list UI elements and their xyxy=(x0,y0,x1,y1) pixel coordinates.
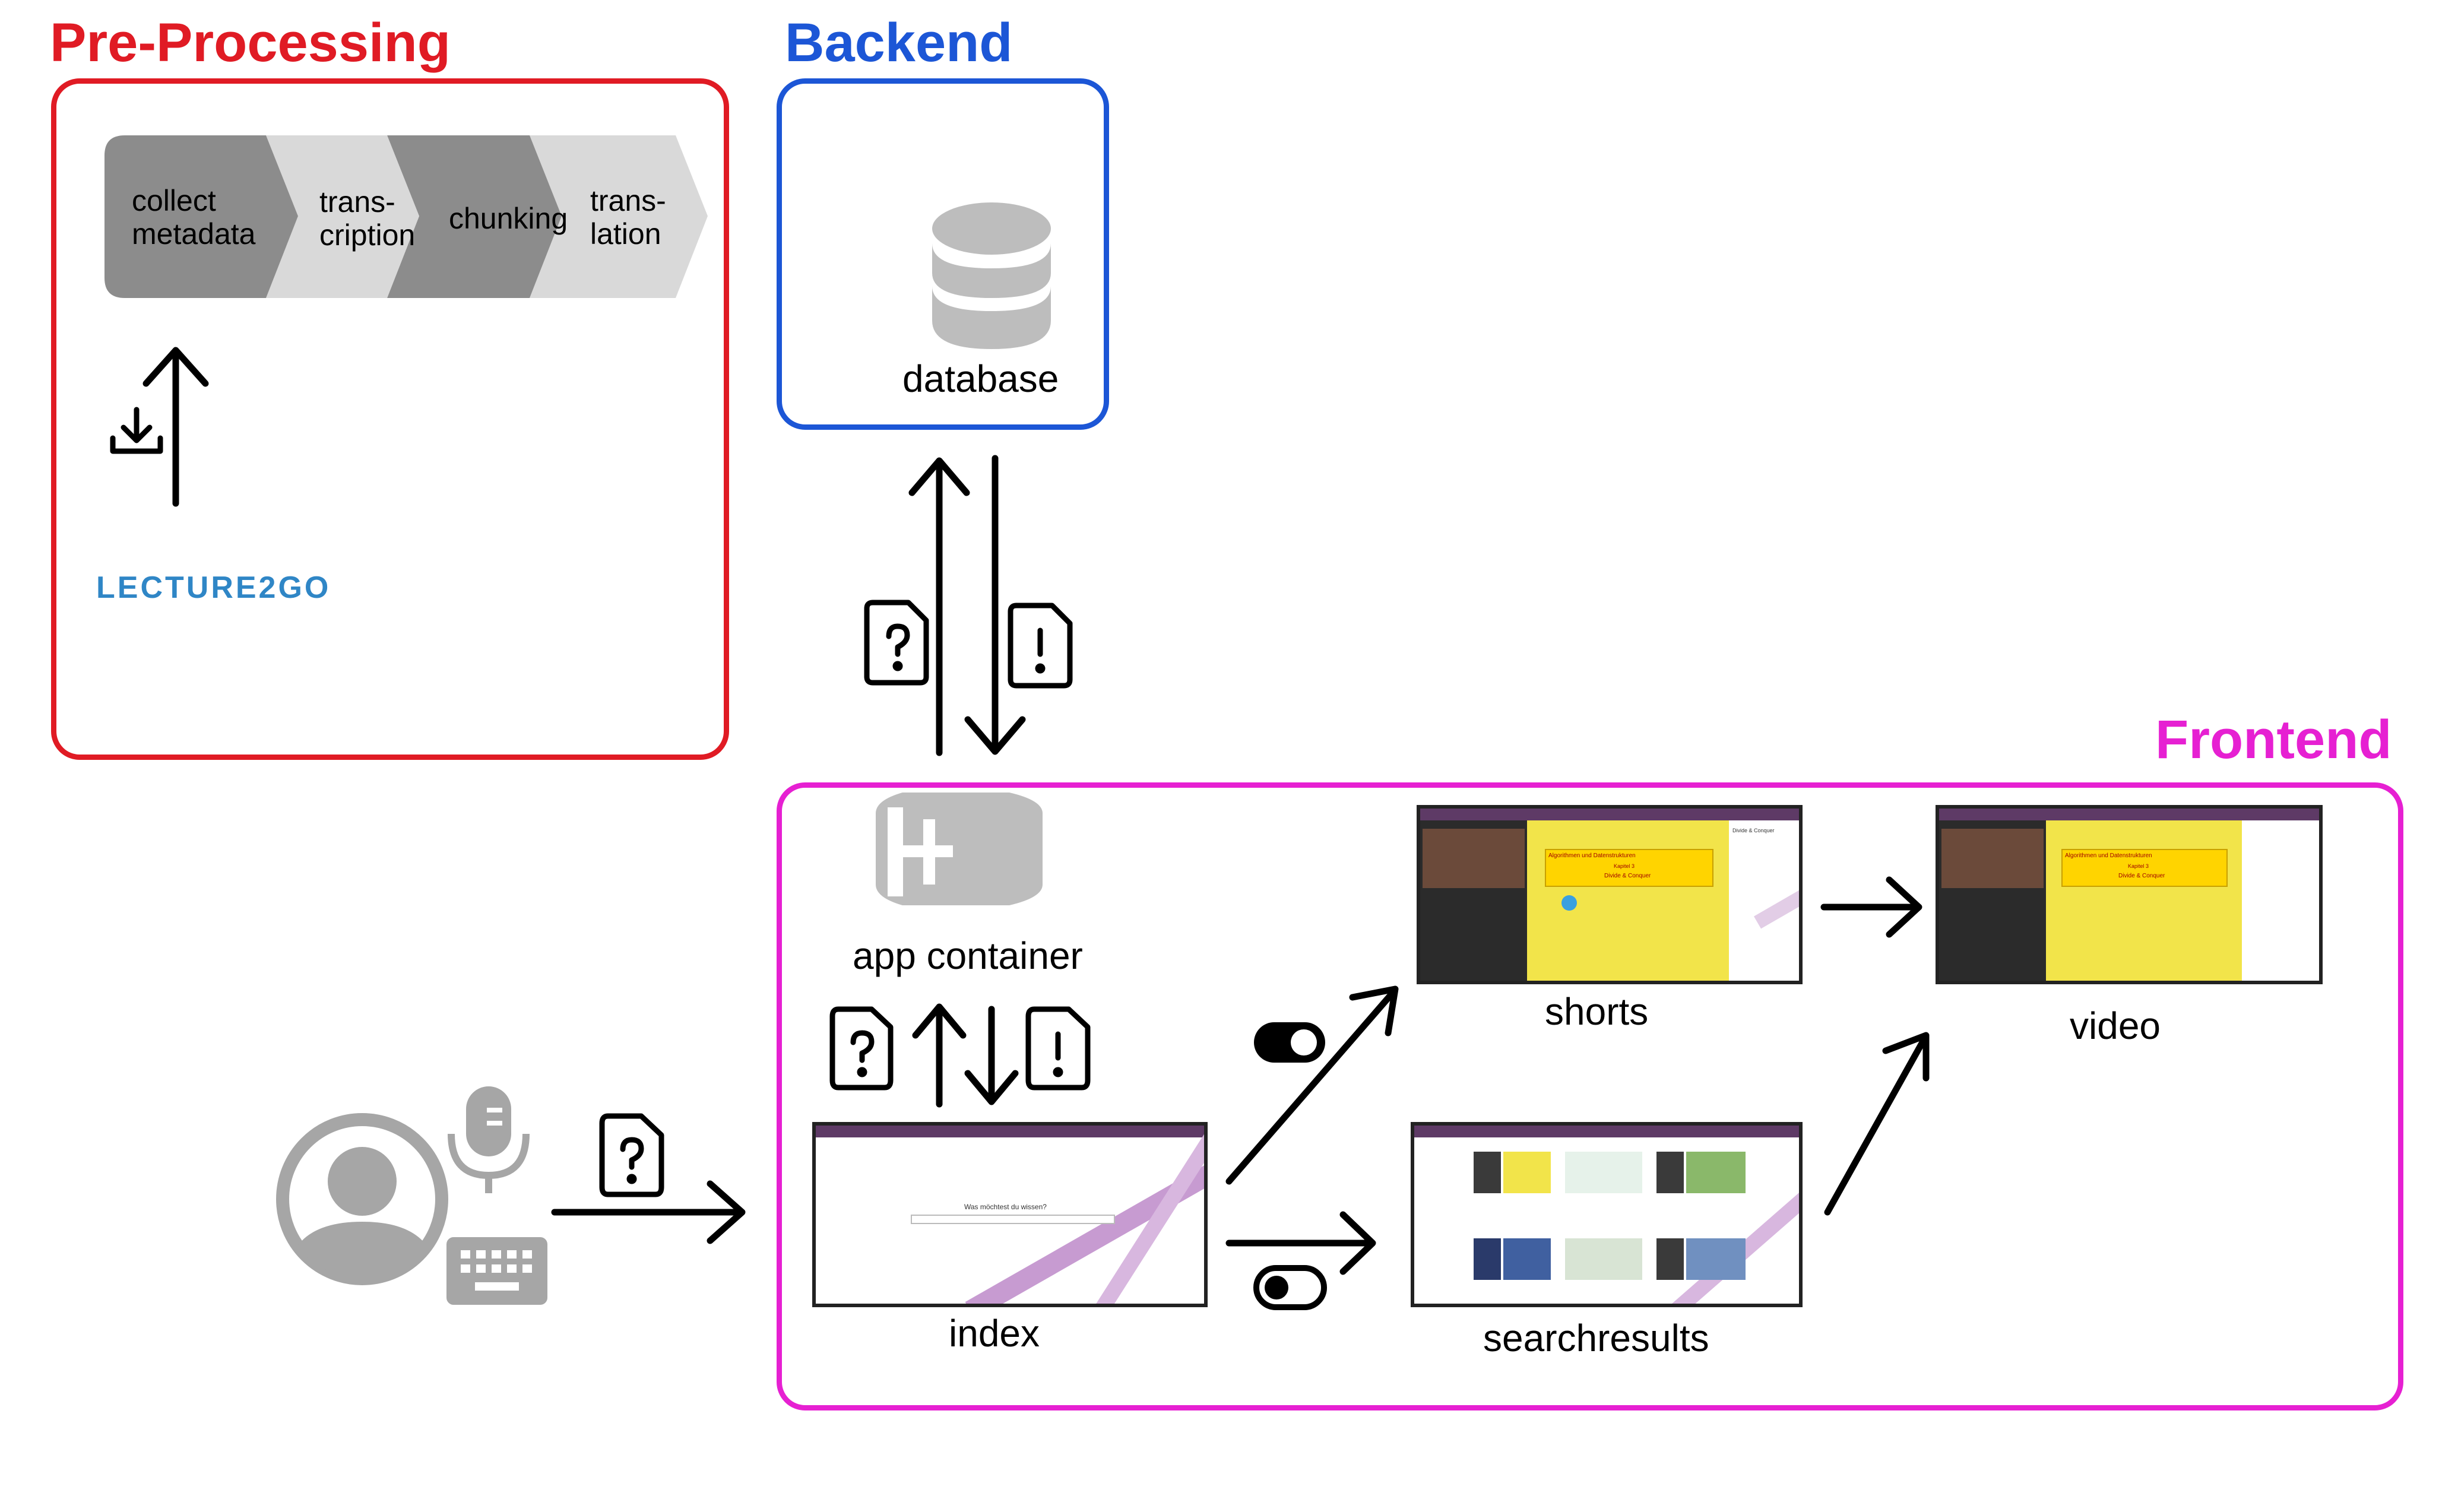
toggle-off-icon xyxy=(1253,1265,1327,1310)
slide-title-box xyxy=(2061,849,2228,887)
chevron-label-transcription: trans- cription xyxy=(319,185,416,252)
slide-title: Algorithmen und Datenstrukturen xyxy=(2065,852,2152,859)
query-file-icon xyxy=(599,1113,664,1197)
chevron-transcription xyxy=(266,135,419,298)
toggle-on-icon xyxy=(1254,1022,1325,1063)
browser-bar xyxy=(1420,809,1799,820)
frontend-panel xyxy=(777,782,2403,1410)
video-screenshot: Algorithmen und Datenstrukturen Kapitel … xyxy=(1936,805,2323,984)
slide-topic: Divide & Conquer xyxy=(2118,873,2165,879)
searchresults-label: searchresults xyxy=(1483,1317,1709,1359)
pipeline-chevrons xyxy=(104,135,708,298)
download-icon xyxy=(110,407,163,454)
searchresults-to-video-arrow xyxy=(1824,1032,1930,1216)
chevron-label-chunking: chunking xyxy=(449,202,568,235)
backend-query-arrows xyxy=(908,455,1026,756)
chevron-translation xyxy=(530,135,708,298)
shorts-to-video-arrow xyxy=(1820,876,1922,938)
slide-subtitle: Kapitel 3 xyxy=(2128,863,2149,869)
user-query-arrow xyxy=(551,1180,746,1244)
chevron-chunking xyxy=(387,135,562,298)
index-search-input xyxy=(911,1215,1115,1224)
slide-title-box xyxy=(1545,849,1713,887)
chevron-label-translation: trans- lation xyxy=(590,184,666,251)
results-grid xyxy=(1474,1152,1799,1304)
chevron-label-collect-metadata: collect metadata xyxy=(132,184,256,251)
sidebar-stripe xyxy=(1754,880,1799,929)
slide-panel xyxy=(1527,820,1729,981)
app-container-icon xyxy=(876,793,1043,905)
ingest-arrow xyxy=(142,347,209,507)
browser-bar xyxy=(816,1126,1204,1137)
backend-panel xyxy=(777,78,1109,430)
shorts-label: shorts xyxy=(1545,990,1649,1033)
speaker-image xyxy=(1941,829,2044,888)
query-file-icon xyxy=(829,1006,894,1091)
speaker-image xyxy=(1423,829,1525,888)
video-side-panel xyxy=(2242,820,2319,981)
slide-panel xyxy=(2046,820,2242,981)
lecture2go-logo: LECTURE2GO xyxy=(96,570,331,605)
play-button xyxy=(1561,895,1577,911)
index-to-shorts-arrow xyxy=(1225,985,1399,1185)
video-label: video xyxy=(2070,1004,2161,1047)
slide-subtitle: Kapitel 3 xyxy=(1614,863,1635,869)
keyboard-icon xyxy=(446,1237,547,1305)
index-search-prompt: Was möchtest du wissen? xyxy=(964,1203,1047,1211)
index-to-searchresults-arrow xyxy=(1225,1211,1376,1275)
preprocessing-title: Pre-Processing xyxy=(50,12,451,73)
frontend-title: Frontend xyxy=(2155,709,2392,770)
preprocessing-panel xyxy=(51,78,729,760)
backend-title: Backend xyxy=(785,12,1013,73)
query-file-icon xyxy=(864,600,929,686)
index-screenshot: Was möchtest du wissen? xyxy=(812,1122,1208,1307)
answer-file-icon xyxy=(1025,1006,1091,1091)
answer-file-icon xyxy=(1008,603,1073,689)
user-icon xyxy=(276,1113,448,1285)
app-container-label: app container xyxy=(853,934,1083,977)
chevron-collect-metadata xyxy=(104,135,298,298)
browser-bar xyxy=(1939,809,2319,820)
microphone-icon xyxy=(448,1086,530,1193)
app-index-arrows xyxy=(912,1003,1019,1108)
index-label: index xyxy=(949,1312,1040,1355)
chapter-topic: Divide & Conquer xyxy=(1732,828,1775,833)
browser-bar xyxy=(1414,1126,1799,1137)
database-icon xyxy=(932,202,1051,349)
database-label: database xyxy=(902,357,1059,400)
searchresults-screenshot xyxy=(1411,1122,1803,1307)
index-background-stripes xyxy=(965,1134,1204,1304)
slide-title: Algorithmen und Datenstrukturen xyxy=(1548,852,1636,859)
shorts-screenshot: Algorithmen und Datenstrukturen Kapitel … xyxy=(1417,805,1803,984)
slide-topic: Divide & Conquer xyxy=(1604,873,1651,879)
